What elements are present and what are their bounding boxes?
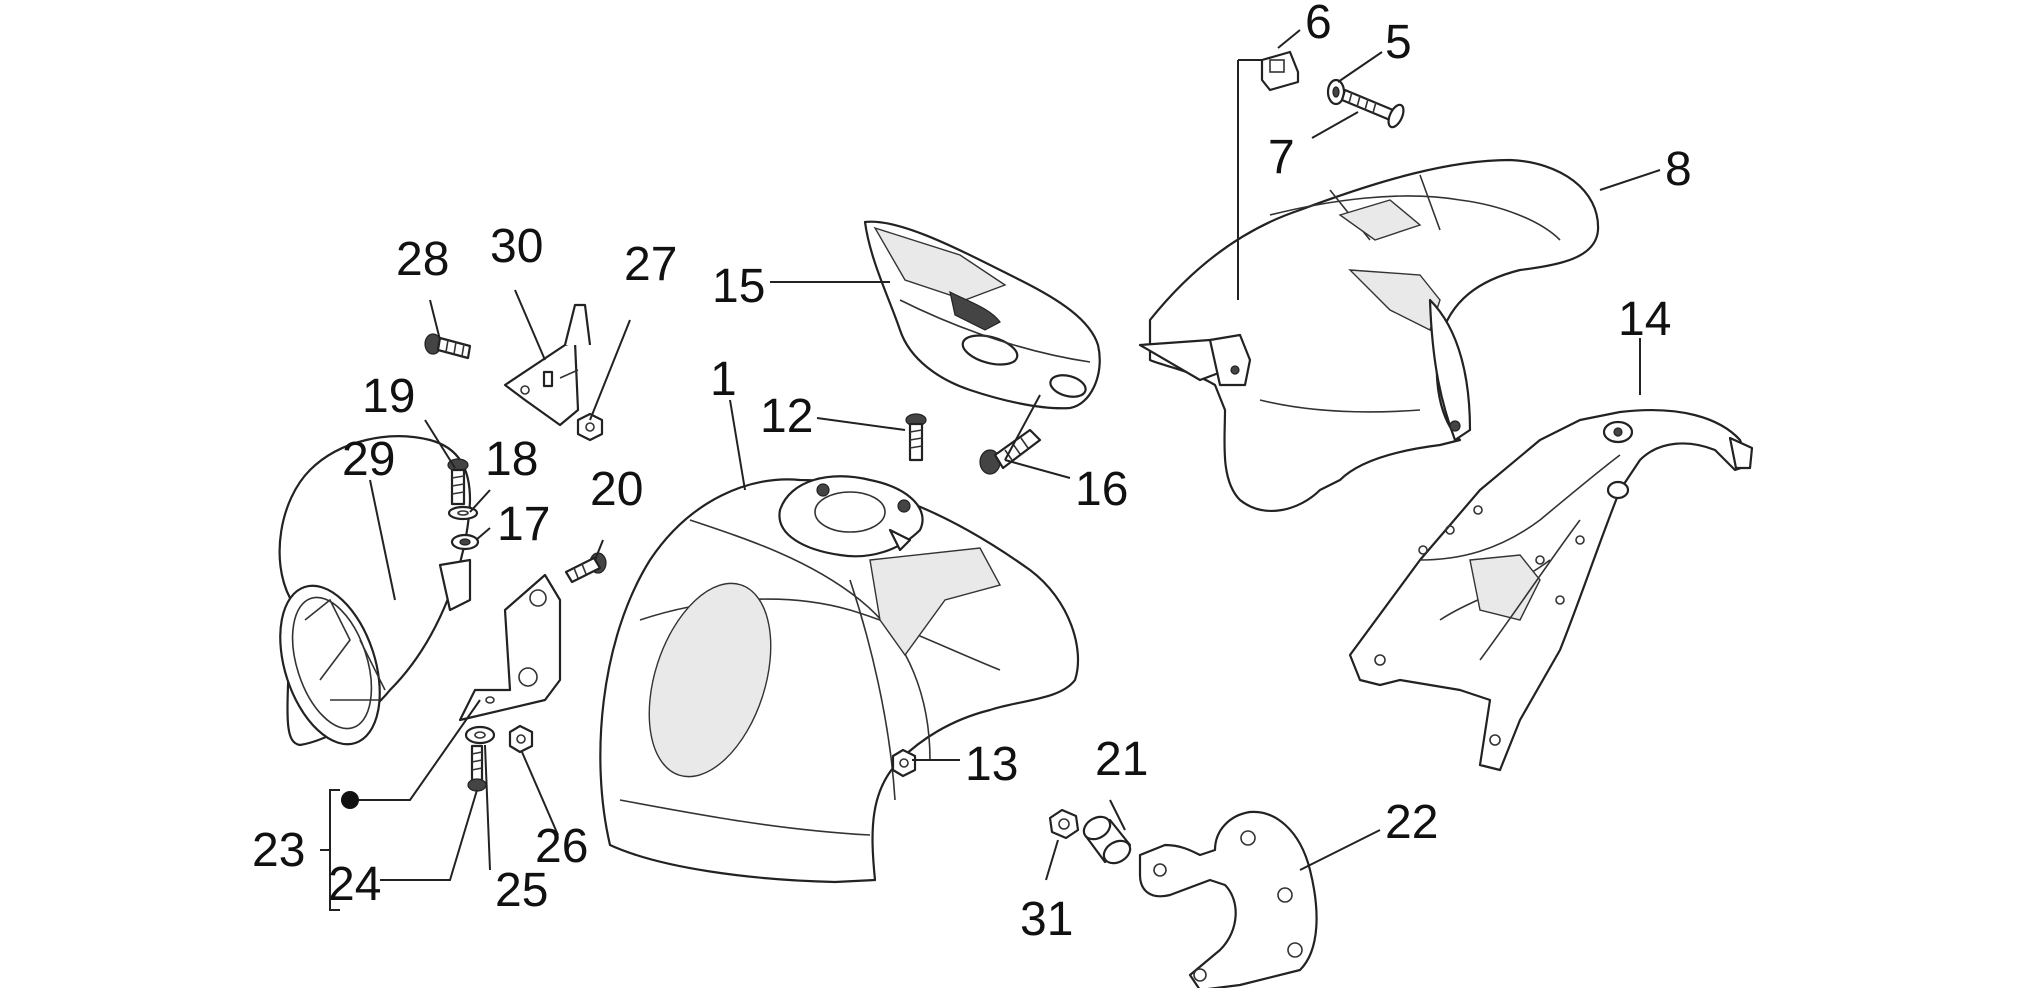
leader-16 (1004, 459, 1071, 479)
callout-21: 21 (1095, 733, 1148, 786)
callout-26: 26 (535, 820, 588, 873)
nut-27 (576, 412, 604, 442)
callout-1: 1 (710, 353, 737, 406)
callout-22: 22 (1385, 796, 1438, 849)
callout-25: 25 (495, 864, 548, 917)
headlight-bracket-30 (503, 303, 592, 427)
callout-labels: 6 5 7 8 14 15 16 12 13 1 21 22 31 28 30 … (252, 0, 1692, 946)
bracket-22 (1138, 810, 1318, 988)
callout-17: 17 (497, 498, 550, 551)
leader-27 (589, 319, 631, 421)
callout-30: 30 (490, 220, 543, 273)
leader-1 (729, 399, 746, 491)
leader-21 (1109, 799, 1126, 831)
screw-24 (467, 744, 487, 792)
callout-27: 27 (624, 238, 677, 291)
leader-23 (350, 699, 481, 801)
leader-6 (1277, 29, 1301, 49)
bracket-assembly-23 (458, 573, 562, 722)
headlight-shell-29 (278, 435, 472, 747)
callout-14: 14 (1618, 293, 1671, 346)
leader-25 (484, 744, 491, 871)
nut-13 (891, 748, 917, 778)
clip-6 (1260, 50, 1300, 92)
callout-7: 7 (1268, 131, 1295, 184)
rear-mudguard-bracket-14 (1348, 409, 1754, 772)
callout-19: 19 (362, 370, 415, 423)
leader-22 (1299, 829, 1381, 871)
callout-31: 31 (1020, 893, 1073, 946)
callout-12: 12 (760, 390, 813, 443)
leader-29 (369, 479, 396, 601)
screw-19 (447, 458, 469, 506)
callout-24: 24 (328, 858, 381, 911)
front-fender-1 (599, 475, 1080, 884)
leader-26 (521, 751, 559, 836)
rear-fender-8 (1138, 158, 1600, 512)
callout-18: 18 (485, 433, 538, 486)
leader-19 (424, 419, 456, 469)
leader-12 (816, 417, 906, 431)
leader-16b (1004, 394, 1041, 461)
leader-24 (380, 789, 478, 881)
leader-5 (1337, 51, 1383, 83)
bullet-23 (341, 791, 359, 809)
callout-23: 23 (252, 824, 305, 877)
leader-31 (1045, 839, 1059, 881)
washer-18 (447, 505, 479, 521)
screw-12 (905, 413, 927, 462)
leader-28 (429, 299, 441, 341)
washer-17 (450, 533, 480, 551)
callout-16: 16 (1075, 463, 1128, 516)
callout-8: 8 (1665, 143, 1692, 196)
spacer-21 (1082, 815, 1132, 865)
leader-8 (1599, 169, 1661, 191)
leader-20 (594, 539, 604, 561)
screw-28 (424, 333, 472, 360)
callout-20: 20 (590, 463, 643, 516)
callout-28: 28 (396, 233, 449, 286)
leader-17 (475, 527, 491, 541)
leader-7 (1311, 111, 1359, 139)
callout-13: 13 (965, 738, 1018, 791)
front-fender-cover-15 (863, 220, 1101, 410)
callout-6: 6 (1305, 0, 1332, 49)
leader-30 (514, 289, 546, 361)
washer-25 (464, 725, 496, 745)
screw-7 (1340, 88, 1405, 129)
nut-31 (1048, 808, 1080, 840)
leader-18 (469, 489, 491, 513)
callout-5: 5 (1385, 16, 1412, 69)
leader-lines (320, 29, 1661, 911)
screw-20 (564, 552, 607, 584)
callout-29: 29 (342, 433, 395, 486)
callout-15: 15 (712, 260, 765, 313)
nut-26 (508, 724, 534, 754)
